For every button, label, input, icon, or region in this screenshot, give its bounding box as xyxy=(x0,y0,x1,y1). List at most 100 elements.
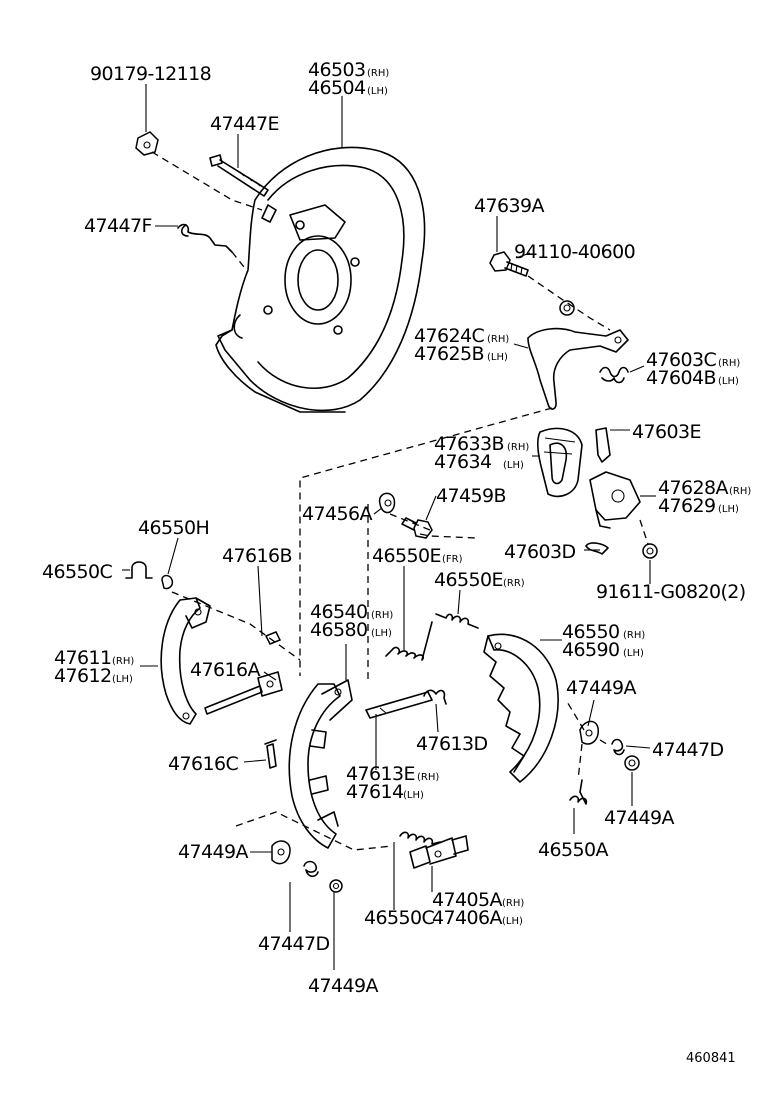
label-46550e-fr: 46550E xyxy=(372,545,441,567)
label-47612-suffix: (LH) xyxy=(112,674,133,685)
label-47611-suffix: (RH) xyxy=(112,656,134,667)
label-47616c: 47616C xyxy=(168,753,238,775)
label-46550c-bottom: 46550C xyxy=(364,907,434,929)
bolt-47459b xyxy=(401,517,433,539)
label-47406a: 47406A xyxy=(432,907,502,929)
label-46504: 46504 xyxy=(308,77,366,99)
label-47628a-suffix: (RH) xyxy=(729,486,751,497)
washer-47449a-left xyxy=(271,840,291,865)
label-47459b: 47459B xyxy=(436,485,506,507)
clip-46550h xyxy=(161,574,174,590)
label-47447f: 47447F xyxy=(84,215,152,237)
label-47447d-right: 47447D xyxy=(652,739,723,761)
label-47628a: 47628A xyxy=(658,477,728,499)
label-46503: 46503 xyxy=(308,59,365,81)
label-46590: 46590 xyxy=(562,639,619,661)
label-47616b: 47616B xyxy=(222,545,292,567)
part-labels: 90179-12118 46503 (RH) 46504 (LH) 47447E… xyxy=(42,59,751,1066)
diagram-code: 460841 xyxy=(686,1051,736,1066)
strut-47613e xyxy=(365,691,433,719)
spring-47613d xyxy=(423,689,447,705)
label-47634-suffix: (LH) xyxy=(503,460,524,471)
adjuster-47616a xyxy=(204,671,283,715)
label-46590-suffix: (LH) xyxy=(623,648,644,659)
washer-47449a-bottom xyxy=(329,879,343,893)
brake-shoe-46540 xyxy=(288,679,353,849)
label-46504-suffix: (LH) xyxy=(367,86,388,97)
label-46580-suffix: (LH) xyxy=(371,628,392,639)
spring-47603c xyxy=(599,366,629,384)
label-47639a: 47639A xyxy=(474,195,544,217)
label-47449a-lower-right: 47449A xyxy=(604,807,674,829)
label-47613e: 47613E xyxy=(346,763,415,785)
clip-47603d xyxy=(585,542,609,555)
label-47612: 47612 xyxy=(54,665,111,687)
label-47624c: 47624C xyxy=(414,325,484,347)
label-46503-suffix: (RH) xyxy=(367,68,389,79)
label-47405a: 47405A xyxy=(432,889,502,911)
label-46550e-rr-suffix: (RR) xyxy=(503,578,525,589)
washer-47456a xyxy=(378,492,396,514)
label-46540-suffix: (RH) xyxy=(371,610,393,621)
label-47604b-suffix: (LH) xyxy=(718,376,739,387)
label-47629-suffix: (LH) xyxy=(718,504,739,515)
label-47449a-bottom: 47449A xyxy=(308,975,378,997)
label-47603e: 47603E xyxy=(632,421,701,443)
label-47625b: 47625B xyxy=(414,343,484,365)
label-47604b: 47604B xyxy=(646,367,716,389)
nut-94110 xyxy=(559,300,575,316)
label-90179-12118: 90179-12118 xyxy=(90,63,211,85)
washer-47449a-right xyxy=(579,720,599,745)
washer-47449a-lower-right xyxy=(624,755,640,771)
spring-46550c-bottom xyxy=(399,831,441,845)
label-91611-g0820: 91611-G0820(2) xyxy=(596,581,746,603)
spring-46550a xyxy=(569,779,588,805)
leader-lines xyxy=(122,84,656,970)
label-47603c-suffix: (RH) xyxy=(718,358,740,369)
label-47603c: 47603C xyxy=(646,349,716,371)
label-46550e-fr-suffix: (FR) xyxy=(442,554,463,565)
label-47406a-suffix: (LH) xyxy=(502,916,523,927)
bolt-47447e xyxy=(209,154,269,197)
clip-47616b xyxy=(264,631,282,645)
label-47613d: 47613D xyxy=(416,733,487,755)
lever-47624c xyxy=(527,327,629,410)
label-46550e-rr: 46550E xyxy=(434,569,503,591)
spring-47447f xyxy=(177,223,233,253)
label-46550c: 46550C xyxy=(42,561,112,583)
label-47624c-suffix: (RH) xyxy=(487,334,509,345)
label-46550: 46550 xyxy=(562,621,619,643)
bolt-47639a xyxy=(489,251,529,277)
nut-91611 xyxy=(642,543,658,559)
label-47634: 47634 xyxy=(434,451,492,473)
spring-47447d-right xyxy=(611,738,625,756)
label-47613e-suffix: (RH) xyxy=(417,772,439,783)
spring-46550e-rr xyxy=(435,613,479,629)
label-94110-40600: 94110-40600 xyxy=(514,241,635,263)
label-47633b-suffix: (RH) xyxy=(507,442,529,453)
label-46550-suffix: (RH) xyxy=(623,630,645,641)
spring-47447d-left xyxy=(303,860,319,878)
label-47447d-left: 47447D xyxy=(258,933,329,955)
label-46580: 46580 xyxy=(310,619,367,641)
label-47614-suffix: (LH) xyxy=(403,790,424,801)
label-47611: 47611 xyxy=(54,647,111,669)
spring-46550e-fr xyxy=(385,621,433,661)
label-46550a: 46550A xyxy=(538,839,608,861)
boot-47633b xyxy=(537,427,583,498)
label-47449a-right: 47449A xyxy=(566,677,636,699)
label-47629: 47629 xyxy=(658,495,715,517)
nut-90179 xyxy=(135,131,159,156)
brake-shoe-46550 xyxy=(483,633,559,783)
label-47616a: 47616A xyxy=(190,659,260,681)
pin-47616c xyxy=(264,739,277,769)
pin-47603e xyxy=(595,427,611,463)
cylinder-47405a xyxy=(409,835,469,869)
assembly-lines xyxy=(151,151,649,851)
label-47633b: 47633B xyxy=(434,433,504,455)
label-46550h: 46550H xyxy=(138,517,209,539)
label-47405a-suffix: (RH) xyxy=(502,898,524,909)
label-47614: 47614 xyxy=(346,781,404,803)
clip-46550c xyxy=(125,561,153,579)
label-47625b-suffix: (LH) xyxy=(487,352,508,363)
